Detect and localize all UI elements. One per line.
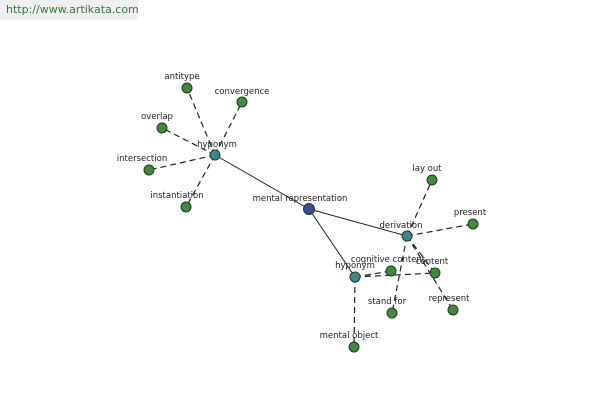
edge-hyponym-2-to-mental-object	[353, 276, 356, 348]
node-antitype[interactable]	[181, 82, 193, 94]
node-hyponym-2[interactable]	[349, 271, 361, 283]
node-stand-for[interactable]	[386, 307, 398, 319]
node-cognitive-content[interactable]	[385, 265, 397, 277]
node-label-present[interactable]: present	[454, 208, 487, 218]
node-label-represent[interactable]: represent	[429, 294, 471, 304]
node-label-overlap[interactable]: overlap	[141, 112, 173, 122]
node-label-convergence[interactable]: convergence	[215, 87, 270, 97]
node-represent[interactable]	[447, 304, 459, 316]
node-convergence[interactable]	[236, 96, 248, 108]
node-label-mental-representation[interactable]: mental representation	[253, 194, 348, 204]
node-label-antitype[interactable]: antitype	[164, 72, 199, 82]
node-instantiation[interactable]	[180, 201, 192, 213]
edge-mental-representation-to-hyponym-2	[308, 208, 356, 278]
node-derivation[interactable]	[401, 230, 413, 242]
edges-layer	[148, 87, 474, 348]
node-label-hyponym-1[interactable]: hyponym	[197, 140, 237, 150]
node-label-cognitive-content[interactable]: cognitive content	[351, 255, 426, 265]
edge-hyponym-2-to-content	[354, 272, 436, 278]
edge-mental-representation-to-hyponym-1	[214, 154, 310, 210]
edge-derivation-to-stand-for	[391, 235, 408, 314]
node-label-stand-for[interactable]: stand for	[368, 297, 407, 307]
node-label-mental-object[interactable]: mental object	[320, 331, 379, 341]
node-overlap[interactable]	[156, 122, 168, 134]
edge-mental-representation-to-derivation	[308, 208, 408, 237]
edge-hyponym-2-to-cognitive-content	[354, 270, 392, 278]
node-mental-object[interactable]	[348, 341, 360, 353]
node-label-content[interactable]: content	[416, 257, 449, 267]
nodes-layer	[143, 82, 479, 353]
node-label-lay-out[interactable]: lay out	[412, 164, 442, 174]
node-present[interactable]	[467, 218, 479, 230]
node-intersection[interactable]	[143, 164, 155, 176]
labels-layer: mental representation hyponym derivation hy…	[117, 72, 487, 341]
node-content[interactable]	[429, 267, 441, 279]
node-hyponym-1[interactable]	[209, 149, 221, 161]
watermark-url[interactable]: http://www.artikata.com	[6, 3, 139, 16]
edge-derivation-to-content	[406, 235, 436, 274]
edge-derivation-to-present	[406, 223, 474, 237]
edge-hyponym-1-to-intersection	[148, 154, 216, 171]
edge-hyponym-1-to-antitype	[186, 87, 216, 156]
node-label-instantiation[interactable]: instantiation	[150, 191, 203, 201]
node-lay-out[interactable]	[426, 174, 438, 186]
edge-derivation-to-lay-out	[406, 179, 433, 237]
node-label-hyponym-2[interactable]: hyponym	[335, 261, 375, 271]
node-label-intersection[interactable]: intersection	[117, 154, 167, 164]
watermark-bar: http://www.artikata.com	[0, 0, 139, 20]
node-mental-representation[interactable]	[303, 203, 315, 215]
node-label-derivation[interactable]: derivation	[379, 221, 422, 231]
